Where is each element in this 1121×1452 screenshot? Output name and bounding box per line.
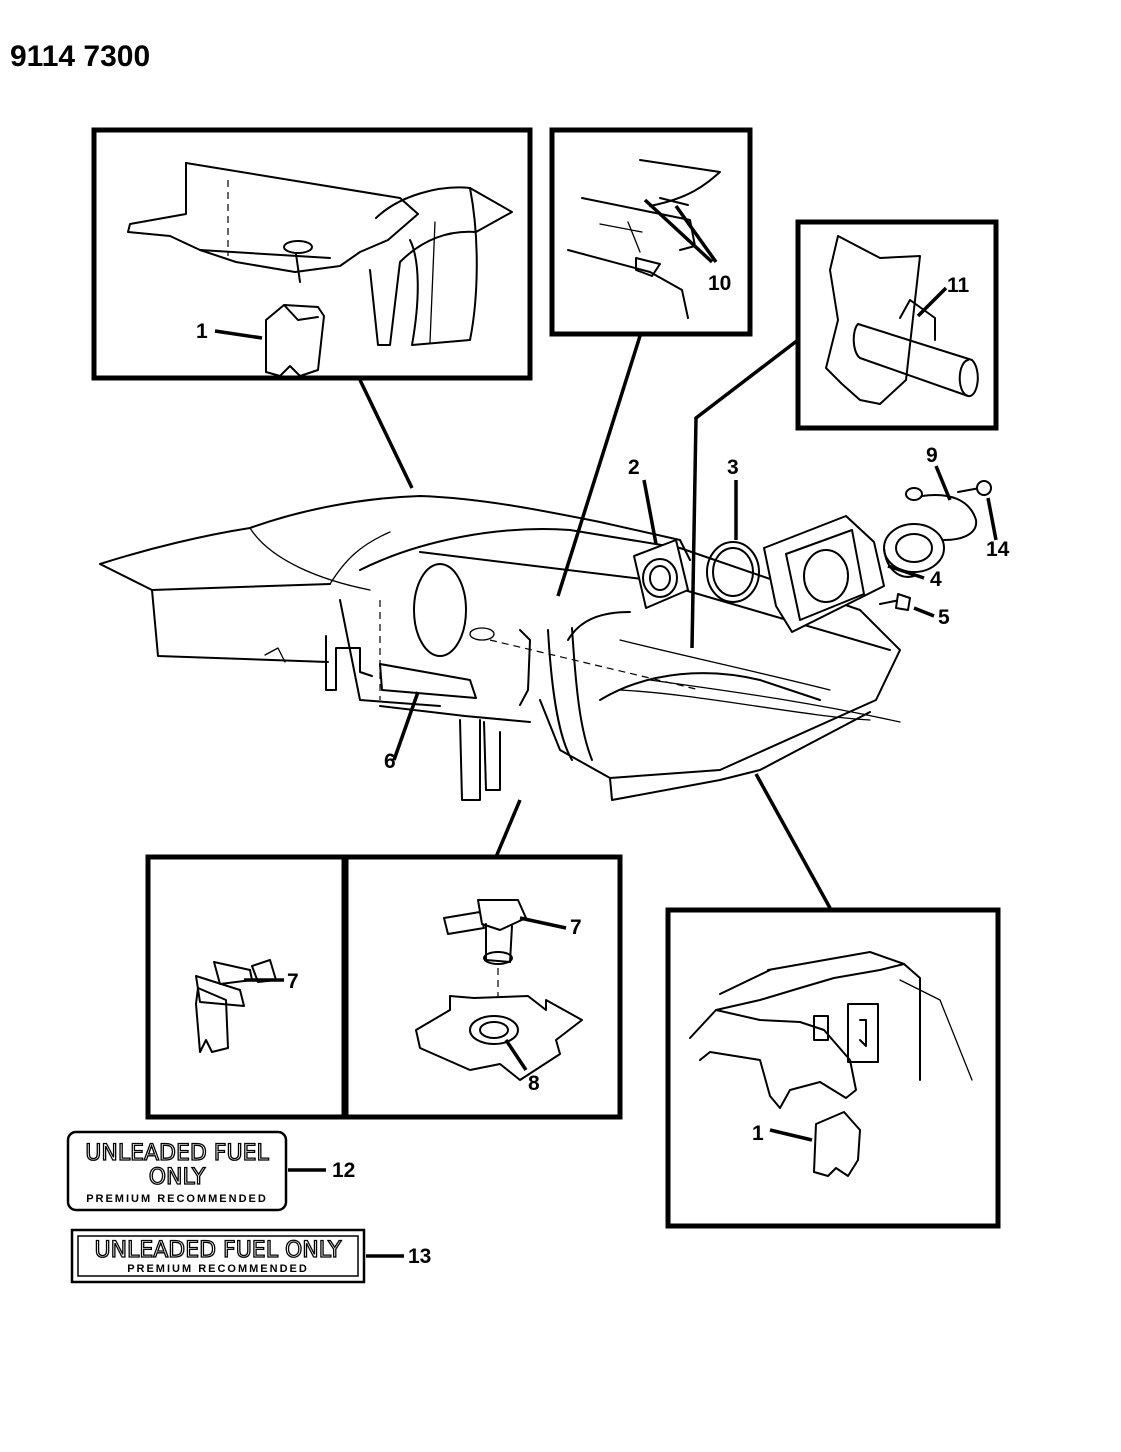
callout-7-sending-unit-a: 7: [287, 970, 299, 993]
decal-12-line2: ONLY: [149, 1165, 206, 1190]
callout-1-strap-a: 1: [196, 320, 208, 343]
leader-detail-bottom-center: [494, 799, 522, 858]
callout-5-screw: 5: [938, 606, 950, 629]
callout-3-gasket: 3: [727, 456, 739, 479]
detail-frame: [145, 854, 347, 1120]
detail-frame: [343, 854, 623, 1120]
callout-7-sending-unit-b: 7: [570, 916, 582, 939]
decal-13-line1: UNLEADED FUEL ONLY: [95, 1238, 343, 1263]
callout-6-shield: 6: [384, 750, 396, 773]
decal-frame: [70, 1228, 366, 1284]
main-assembly-floor-pan-and-tank: 6: [99, 495, 901, 801]
leader-detail-bottom-right: [754, 773, 832, 909]
decal-13-line2: PREMIUM RECOMMENDED: [127, 1263, 309, 1275]
detail-bottom-right-strap-mount: 1: [665, 907, 1001, 1229]
filler-neck-components: 2 3 4 5 9 14: [628, 444, 1010, 633]
decal-frame: [66, 1130, 288, 1212]
callout-12-decal: 12: [332, 1159, 355, 1182]
document-number: 9114 7300: [10, 40, 150, 73]
decal-12-line1: UNLEADED FUEL: [85, 1141, 269, 1166]
callout-1-strap-b: 1: [752, 1122, 764, 1145]
detail-frame: [665, 907, 1001, 1229]
callout-2-flange: 2: [628, 456, 640, 479]
callout-9-tether: 9: [926, 444, 938, 467]
callout-10-bolts: 10: [708, 272, 731, 295]
detail-top-left-strap-mount: 1: [91, 127, 533, 381]
decal-12-line3: PREMIUM RECOMMENDED: [86, 1193, 268, 1205]
decal-12-unleaded-fuel-only: UNLEADED FUEL ONLY PREMIUM RECOMMENDED 1…: [66, 1130, 355, 1212]
decal-inner-frame: [77, 1235, 359, 1277]
callout-8-seal: 8: [528, 1072, 540, 1095]
callout-11-hose: 11: [947, 274, 970, 297]
callout-14-bolt: 14: [986, 538, 1010, 561]
detail-frame: [795, 219, 999, 431]
callout-13-decal: 13: [408, 1245, 431, 1268]
leader-detail-top-center: [556, 335, 642, 597]
detail-frame: [549, 127, 753, 337]
detail-frame: [91, 127, 533, 381]
callout-4-cap: 4: [930, 568, 942, 591]
detail-bottom-center-unit-seal: 7 8: [343, 854, 623, 1120]
detail-bottom-left-sending-unit: 7: [145, 854, 347, 1120]
detail-top-center-bolts: 10: [549, 127, 753, 337]
decal-13-unleaded-fuel-only: UNLEADED FUEL ONLY PREMIUM RECOMMENDED 1…: [70, 1228, 431, 1284]
detail-top-right-hose: 11: [795, 219, 999, 431]
leader-detail-top-right: [690, 338, 800, 649]
leader-detail-top-left: [358, 379, 414, 489]
